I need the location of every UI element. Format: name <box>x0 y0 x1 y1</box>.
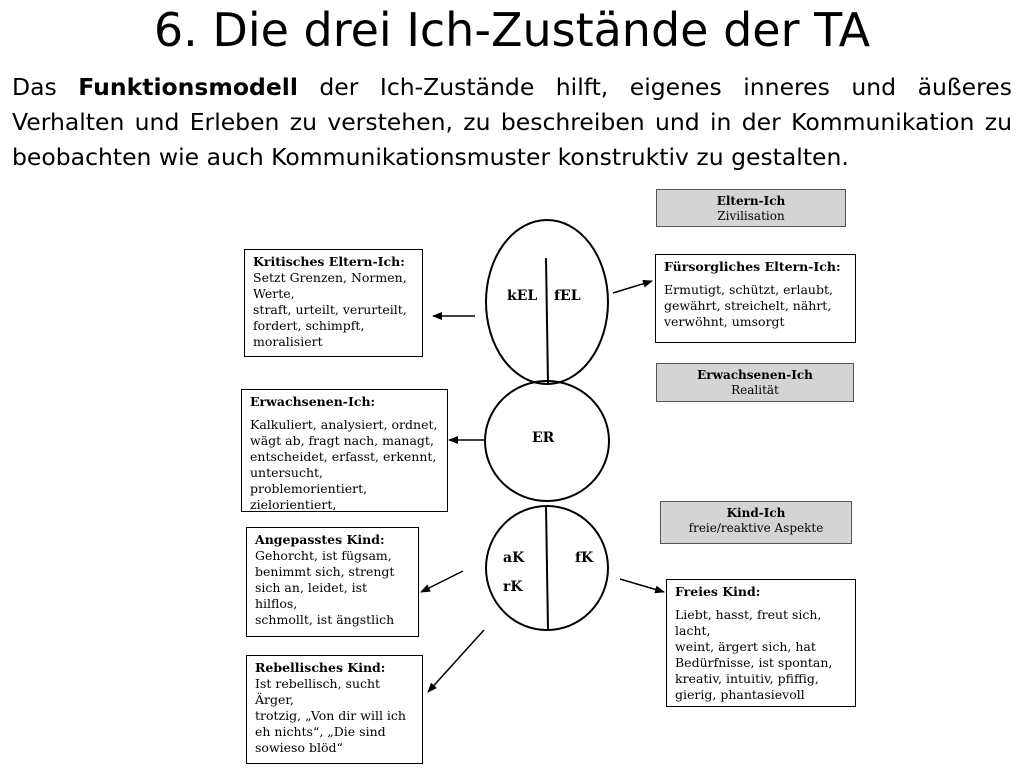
box-kritisches-eltern-ich: Kritisches Eltern-Ich: Setzt Grenzen, No… <box>244 249 423 357</box>
box-angepasstes-kind: Angepasstes Kind: Gehorcht, ist fügsam, … <box>246 527 419 637</box>
intro-paragraph: Das Funktionsmodell der Ich-Zustände hil… <box>12 70 1012 175</box>
circle-label-fk: fK <box>575 550 594 566</box>
arrow-to-angepasst <box>420 570 464 593</box>
box-angepasst-body: Gehorcht, ist fügsam, benimmt sich, stre… <box>255 548 395 627</box>
box-fuersorglich-body: Ermutigt, schützt, erlaubt, gewährt, str… <box>664 282 833 329</box>
intro-text-bold: Funktionsmodell <box>78 73 298 101</box>
box-erwachsen-head: Erwachsenen-Ich: <box>250 394 376 409</box>
label-eltern-sub: Zivilisation <box>717 209 785 223</box>
box-kritisch-body: Setzt Grenzen, Normen, Werte, straft, ur… <box>253 270 407 349</box>
divider-eltern <box>545 257 549 385</box>
box-erwachsenen-ich: Erwachsenen-Ich: Kalkuliert, analysiert,… <box>241 389 448 512</box>
box-freies-kind: Freies Kind: Liebt, hasst, freut sich, l… <box>666 579 856 707</box>
box-rebellisches-kind: Rebellisches Kind: Ist rebellisch, sucht… <box>246 655 423 764</box>
box-rebellisch-body: Ist rebellisch, sucht Ärger, trotzig, „V… <box>255 676 406 755</box>
arrow-to-rebellisch <box>427 629 485 693</box>
box-rebellisch-head: Rebellisches Kind: <box>255 660 386 675</box>
divider-kind <box>545 505 549 631</box>
arrow-to-frei <box>619 578 665 594</box>
box-erwachsen-body: Kalkuliert, analysiert, ordnet, wägt ab,… <box>250 417 438 512</box>
circle-label-er: ER <box>532 430 555 446</box>
box-fuersorgliches-eltern-ich: Fürsorgliches Eltern-Ich: Ermutigt, schü… <box>655 254 856 343</box>
label-erwachsenen-sub: Realität <box>731 383 779 397</box>
box-kritisch-head: Kritisches Eltern-Ich: <box>253 254 405 269</box>
circle-label-fel: fEL <box>554 288 581 304</box>
label-kind-sub: freie/reaktive Aspekte <box>688 521 824 535</box>
label-eltern-title: Eltern-Ich <box>716 194 786 208</box>
label-erwachsenen-title: Erwachsenen-Ich <box>697 368 813 382</box>
box-frei-head: Freies Kind: <box>675 584 761 599</box>
box-angepasst-head: Angepasstes Kind: <box>255 532 385 547</box>
slide-title: 6. Die drei Ich-Zustände der TA <box>153 3 871 57</box>
circle-label-ak: aK <box>503 550 525 566</box>
box-frei-body: Liebt, hasst, freut sich, lacht, weint, … <box>675 607 833 702</box>
circle-label-kel: kEL <box>507 288 538 304</box>
label-erwachsenen-ich: Erwachsenen-Ich Realität <box>656 363 854 402</box>
box-fuersorglich-head: Fürsorgliches Eltern-Ich: <box>664 259 841 274</box>
label-kind-title: Kind-Ich <box>726 506 786 520</box>
circle-label-rk: rK <box>503 579 523 595</box>
label-kind-ich: Kind-Ich freie/reaktive Aspekte <box>660 501 852 544</box>
label-eltern-ich: Eltern-Ich Zivilisation <box>656 189 846 227</box>
intro-text-start: Das <box>12 73 79 101</box>
arrow-to-fuersorglich <box>612 279 653 294</box>
intro-text-end: der Ich-Zustände hilft, eigenes inneres … <box>12 73 1012 171</box>
